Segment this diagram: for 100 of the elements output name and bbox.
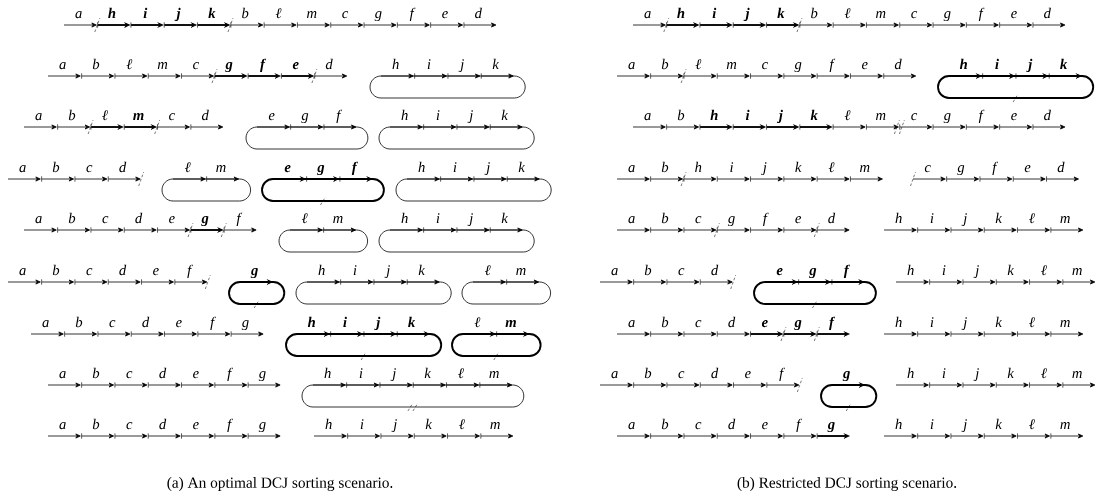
gene-label: b <box>644 264 652 276</box>
gene-label: d <box>728 316 736 328</box>
gene-label: g <box>727 216 735 227</box>
gene-label: a <box>611 268 618 276</box>
gene-label: e <box>1011 11 1017 19</box>
gene-label: g <box>258 371 266 382</box>
gene-label: i <box>730 162 734 172</box>
circular-chromosome <box>228 281 286 305</box>
gene-label: h <box>108 7 116 18</box>
gene-label: b <box>661 212 669 224</box>
gene-label: j <box>374 316 381 331</box>
gene-label: i <box>930 419 934 429</box>
gene-label: f <box>829 58 836 73</box>
circular-chromosome <box>278 229 368 253</box>
gene-label: ℓ <box>1029 213 1035 224</box>
gene-label: k <box>424 367 431 378</box>
gene-label: a <box>35 113 42 121</box>
gene-label: a <box>35 216 42 224</box>
gene-label: h <box>895 316 902 327</box>
gene-label: f <box>260 58 267 73</box>
gene-label: f <box>336 109 342 124</box>
gene-label: d <box>1044 7 1051 19</box>
gene-label: c <box>678 371 685 379</box>
gene-label: f <box>210 316 216 331</box>
gene-label: h <box>895 212 902 223</box>
gene-label: c <box>109 320 116 328</box>
gene-label: j <box>467 110 473 124</box>
gene-label: g <box>794 320 802 331</box>
gene-label: f <box>236 212 243 227</box>
gene-label: e <box>762 422 768 430</box>
gene-label: j <box>174 7 181 22</box>
gene-label: h <box>401 212 408 223</box>
gene-label: j <box>961 213 967 227</box>
gene-label: j <box>467 213 473 227</box>
gene-label: m <box>860 165 870 172</box>
gene-label: ℓ <box>184 162 191 173</box>
gene-label: c <box>193 62 199 70</box>
gene-label: e <box>861 62 868 70</box>
gene-label: k <box>518 161 525 172</box>
gene-label: g <box>809 268 817 279</box>
gene-label: c <box>695 422 702 430</box>
gene-label: a <box>644 113 651 121</box>
gene-label: k <box>777 7 785 18</box>
circular-chromosome <box>161 178 251 202</box>
gene-label: b <box>242 7 249 19</box>
gene-label: j <box>776 109 783 124</box>
gene-label: h <box>307 316 315 327</box>
gene-label: b <box>68 212 76 224</box>
gene-label: d <box>711 367 719 379</box>
gene-label: m <box>876 11 886 18</box>
gene-label: d <box>159 367 167 379</box>
gene-label: h <box>895 418 902 429</box>
gene-label: e <box>193 371 199 379</box>
gene-label: i <box>712 7 717 18</box>
gene-label: b <box>677 109 685 121</box>
gene-label: ℓ <box>474 317 481 328</box>
gene-label: m <box>157 62 168 69</box>
gene-label: b <box>661 58 669 70</box>
gene-label: m <box>1072 371 1082 378</box>
gene-label: a <box>628 320 635 328</box>
gene-label: e <box>153 268 159 276</box>
gene-label: i <box>942 368 946 378</box>
gene-label: j <box>1026 58 1033 73</box>
gene-label: k <box>995 316 1002 327</box>
gene-label: f <box>227 367 233 382</box>
gene-label: f <box>763 212 769 227</box>
gene-label: e <box>284 165 291 173</box>
circular-chromosome <box>395 178 552 202</box>
gene-label: ℓ <box>458 368 464 379</box>
gene-label: d <box>159 418 167 430</box>
gene-label: d <box>1057 161 1065 173</box>
gene-label: c <box>86 165 93 173</box>
gene-label: j <box>973 368 979 382</box>
gene-label: c <box>911 113 918 121</box>
gene-label: g <box>317 165 325 176</box>
circular-chromosome <box>369 75 526 99</box>
circular-chromosome <box>261 178 385 202</box>
gene-label: ℓ <box>126 59 133 70</box>
gene-label: m <box>516 268 526 275</box>
gene-label: m <box>1060 422 1070 429</box>
gene-label: b <box>661 161 669 173</box>
circular-chromosome <box>753 281 877 305</box>
gene-label: e <box>268 113 275 121</box>
gene-label: j <box>390 368 396 382</box>
gene-label: a <box>644 11 651 19</box>
gene-label: g <box>241 320 249 331</box>
gene-label: b <box>52 264 60 276</box>
gene-label: k <box>810 109 818 120</box>
gene-label: f <box>351 161 358 176</box>
gene-label: ℓ <box>1041 368 1047 379</box>
gene-label: g <box>301 113 309 124</box>
gene-label: h <box>418 161 425 172</box>
gene-label: d <box>119 161 127 173</box>
gene-label: c <box>169 113 175 121</box>
gene-label: c <box>342 11 349 19</box>
gene-label: a <box>19 165 26 173</box>
gene-label: a <box>59 371 66 379</box>
gene-label: ℓ <box>275 8 282 19</box>
gene-label: g <box>374 11 382 22</box>
gene-label: h <box>907 264 914 275</box>
